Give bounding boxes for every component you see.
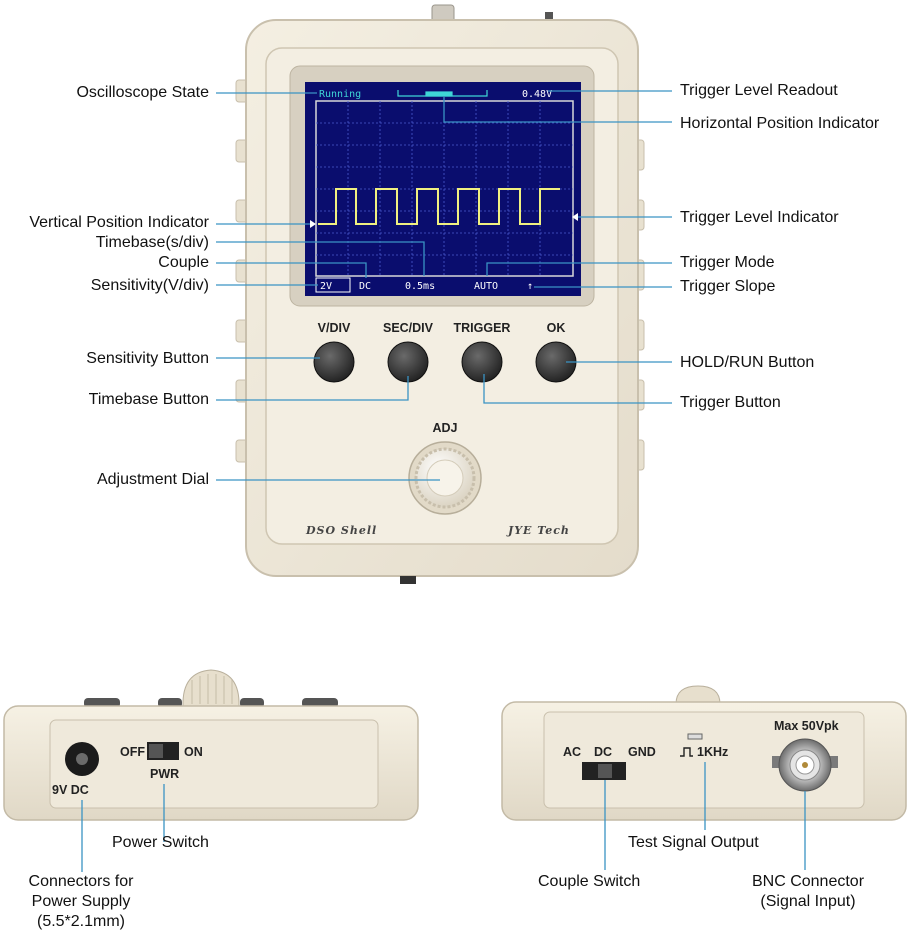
screen-state: Running xyxy=(319,89,361,100)
label-connectors-line2: Power Supply xyxy=(31,893,131,910)
label-trigger-slope: Trigger Slope xyxy=(680,278,776,295)
callout-lines xyxy=(81,90,806,872)
off-label: OFF xyxy=(120,745,145,759)
label-trigger-button: Trigger Button xyxy=(680,394,781,411)
couple-gnd-label: GND xyxy=(628,745,656,759)
vertical-position-marker xyxy=(310,220,316,228)
label-couple-switch: Couple Switch xyxy=(538,873,641,890)
label-couple: Couple xyxy=(158,254,209,271)
square-wave-icon xyxy=(680,747,693,757)
label-trigger-mode: Trigger Mode xyxy=(680,254,775,271)
left-side-view: 9V DC OFF ON PWR xyxy=(3,669,419,821)
label-bnc-line2: (Signal Input) xyxy=(760,893,856,910)
label-test-signal-output: Test Signal Output xyxy=(628,834,759,851)
screen-sensitivity: 2V xyxy=(320,281,332,292)
label-vertical-position: Vertical Position Indicator xyxy=(29,214,209,231)
label-sensitivity-button: Sensitivity Button xyxy=(86,350,209,367)
label-sensitivity: Sensitivity(V/div) xyxy=(90,277,209,294)
label-connectors-line1: Connectors for xyxy=(28,873,134,890)
screen-grid xyxy=(316,101,573,276)
right-side-view: AC DC GND 1KHz Max 50Vpk xyxy=(501,685,907,821)
label-connectors-line3: (5.5*2.1mm) xyxy=(36,913,126,930)
square-waveform xyxy=(318,188,560,225)
screen-trigger-mode: AUTO xyxy=(474,281,498,292)
vdiv-label: V/DIV xyxy=(318,321,351,335)
label-oscilloscope-state: Oscilloscope State xyxy=(76,84,209,101)
label-trigger-level-readout: Trigger Level Readout xyxy=(680,82,838,99)
ok-label: OK xyxy=(547,321,566,335)
couple-dc-label: DC xyxy=(594,745,612,759)
vdiv-button[interactable] xyxy=(313,341,355,383)
screen-couple: DC xyxy=(359,281,371,292)
couple-ac-label: AC xyxy=(563,745,581,759)
secdiv-label: SEC/DIV xyxy=(383,321,434,335)
trigger-level-marker xyxy=(572,213,578,221)
max-voltage-label: Max 50Vpk xyxy=(774,719,839,733)
brand-right: JYE Tech xyxy=(506,524,570,537)
screen-trigger-level: 0.48V xyxy=(522,89,552,100)
label-timebase-button: Timebase Button xyxy=(88,391,209,408)
label-adjustment-dial: Adjustment Dial xyxy=(96,471,209,488)
brand-left: DSO Shell xyxy=(305,524,377,537)
label-timebase: Timebase(s/div) xyxy=(95,234,209,251)
label-trigger-level-indicator: Trigger Level Indicator xyxy=(680,209,839,226)
label-power-switch: Power Switch xyxy=(112,834,209,851)
screen-trigger-slope: ↑ xyxy=(527,281,533,292)
screen-timebase: 0.5ms xyxy=(405,281,435,292)
trigger-label: TRIGGER xyxy=(454,321,511,335)
label-horizontal-position: Horizontal Position Indicator xyxy=(680,115,880,132)
on-label: ON xyxy=(184,745,203,759)
dc-jack-label: 9V DC xyxy=(52,783,89,797)
horizontal-position-indicator xyxy=(397,90,488,97)
test-signal-label: 1KHz xyxy=(697,745,728,759)
front-view: Running 0.48V 2V DC 0.5ms AUTO ↑ V/DIV S… xyxy=(235,4,645,584)
label-bnc-line1: BNC Connector xyxy=(751,873,865,890)
adj-label: ADJ xyxy=(432,421,457,435)
trigger-button[interactable] xyxy=(461,341,503,383)
pwr-label: PWR xyxy=(150,767,179,781)
label-hold-run-button: HOLD/RUN Button xyxy=(680,354,815,371)
